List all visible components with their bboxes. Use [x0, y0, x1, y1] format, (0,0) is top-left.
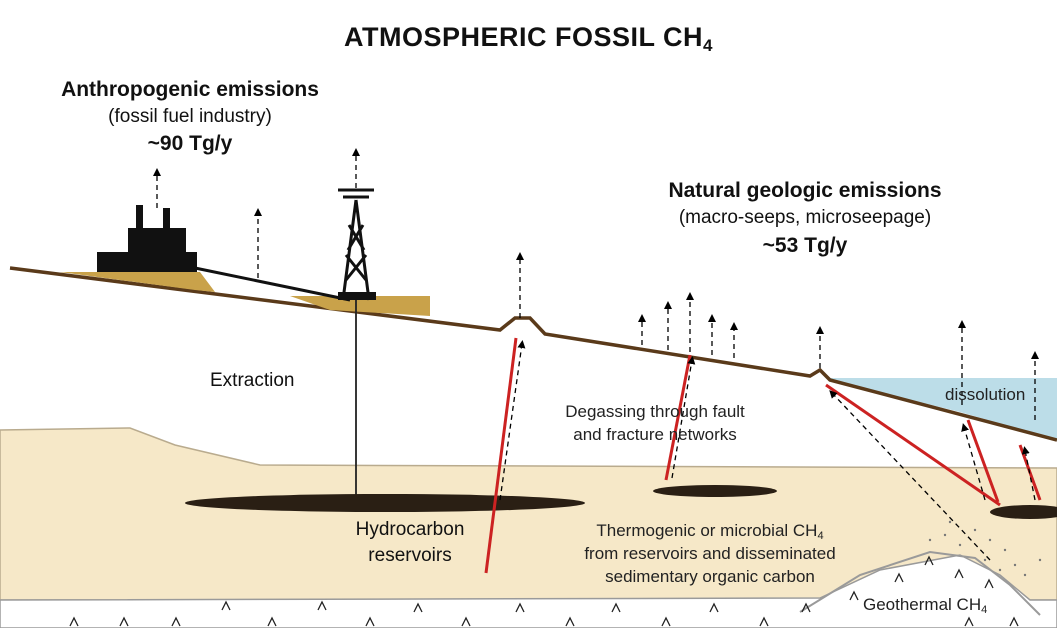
stipple: [928, 520, 1042, 577]
natural-source: (macro-seeps, microseepage): [678, 207, 932, 228]
subsurface-gas-paths: [499, 340, 1036, 561]
degassing-label-line2: and fracture networks: [573, 425, 737, 444]
geothermal-label: Geothermal CH4: [863, 595, 988, 616]
rig-base: [338, 292, 376, 300]
hydrocarbon-reservoir-middle: [653, 485, 777, 497]
anthropogenic-heading: Anthropogenic emissions: [61, 78, 319, 101]
drilling-rig-icon: [338, 188, 374, 301]
geothermal-carets: [69, 555, 1019, 627]
basement-mound: [799, 550, 1041, 616]
hydrocarbon-label-line1: Hydrocarbon: [355, 519, 465, 540]
tailings-pad-left: [60, 272, 215, 292]
anthropogenic-flux: ~90 Tg/y: [147, 132, 233, 155]
natural-heading: Natural geologic emissions: [668, 179, 942, 202]
thermogenic-label-line3: sedimentary organic carbon: [605, 567, 815, 586]
hydrocarbon-reservoir-left: [185, 494, 585, 512]
ground-surface-line: [9, 266, 1057, 442]
emission-arrows: [153, 148, 1039, 420]
extraction-label: Extraction: [210, 370, 295, 391]
hydrocarbon-label-line2: reservoirs: [368, 545, 452, 566]
thermogenic-label-line1: Thermogenic or microbial CH4: [596, 521, 824, 542]
pipeline: [194, 266, 351, 302]
dissolution-label: dissolution: [945, 385, 1026, 404]
thermogenic-label-line2: from reservoirs and disseminated: [584, 544, 836, 563]
anthropogenic-source: (fossil fuel industry): [108, 106, 272, 127]
natural-flux: ~53 Tg/y: [762, 234, 848, 257]
diagram-title: ATMOSPHERIC FOSSIL CH4: [344, 22, 713, 55]
degassing-label-line1: Degassing through fault: [565, 402, 745, 421]
tailings-pad-right: [290, 296, 430, 316]
refinery-icon: [97, 205, 197, 272]
hydrocarbon-reservoir-right: [990, 505, 1057, 519]
geothermal-basement: [0, 554, 1057, 628]
